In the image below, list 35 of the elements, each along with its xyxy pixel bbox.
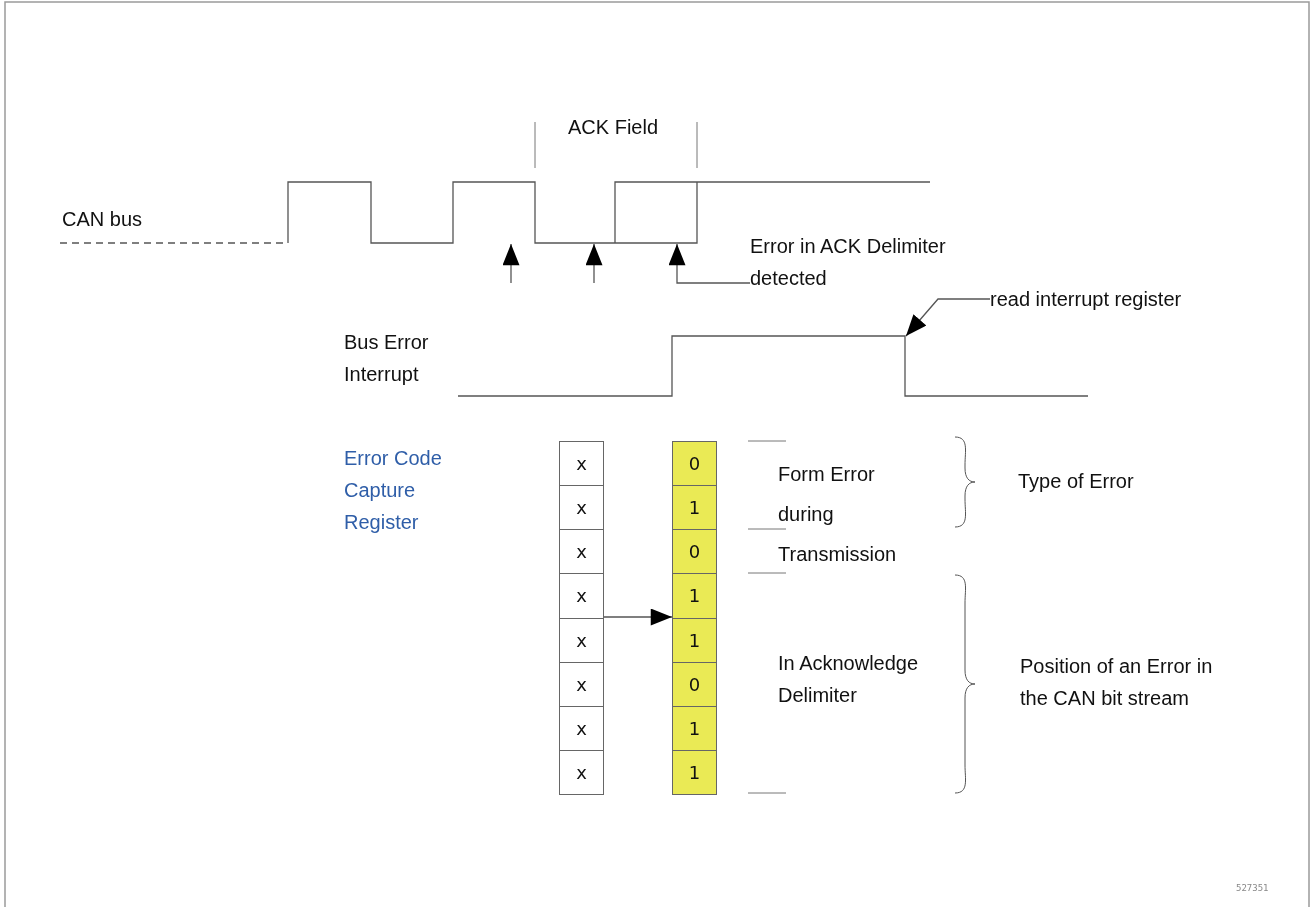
- register-bit: 1: [672, 749, 717, 795]
- register-bit: 0: [672, 441, 717, 487]
- register-bit: 0: [672, 661, 717, 707]
- field-label: ACK Field: [567, 115, 659, 140]
- register-bit: x: [559, 661, 604, 707]
- signal-name: CAN bus: [62, 207, 143, 232]
- register-bit: x: [559, 529, 604, 575]
- register-column: [672, 441, 717, 794]
- field-description: Form Error during Transmission: [778, 462, 898, 567]
- register-column: [559, 441, 604, 794]
- register-bit: x: [559, 749, 604, 795]
- annotation-text: read interrupt register: [990, 283, 1205, 315]
- register-bit: x: [559, 485, 604, 531]
- sample-point-arrow: [585, 243, 603, 284]
- register-bit: x: [559, 441, 604, 487]
- register-bit: 1: [672, 573, 717, 619]
- annotation-text: Error in ACK Delimiter detected: [750, 230, 978, 294]
- register-bit: x: [559, 617, 604, 663]
- brace-label: Type of Error: [1018, 469, 1135, 494]
- leader-arrow: [668, 243, 751, 284]
- arrow: [603, 608, 673, 626]
- register-bit: 1: [672, 485, 717, 531]
- sample-point-arrow: [502, 243, 520, 284]
- waveform-drawing: [458, 336, 1088, 397]
- signal-name: Bus Error Interrupt: [344, 330, 430, 387]
- leader-arrow: [905, 298, 991, 337]
- figure-number: 527351: [1236, 882, 1270, 894]
- register-bit: 0: [672, 529, 717, 575]
- brace-label: Position of an Error in the CAN bit stream: [1020, 654, 1214, 711]
- register-label: Error Code Capture Register: [344, 446, 443, 535]
- field-description: In Acknowledge Delimiter: [778, 651, 920, 708]
- register-bit: x: [559, 573, 604, 619]
- register-bit: 1: [672, 705, 717, 751]
- register-bit: 1: [672, 617, 717, 663]
- register-bit: x: [559, 705, 604, 751]
